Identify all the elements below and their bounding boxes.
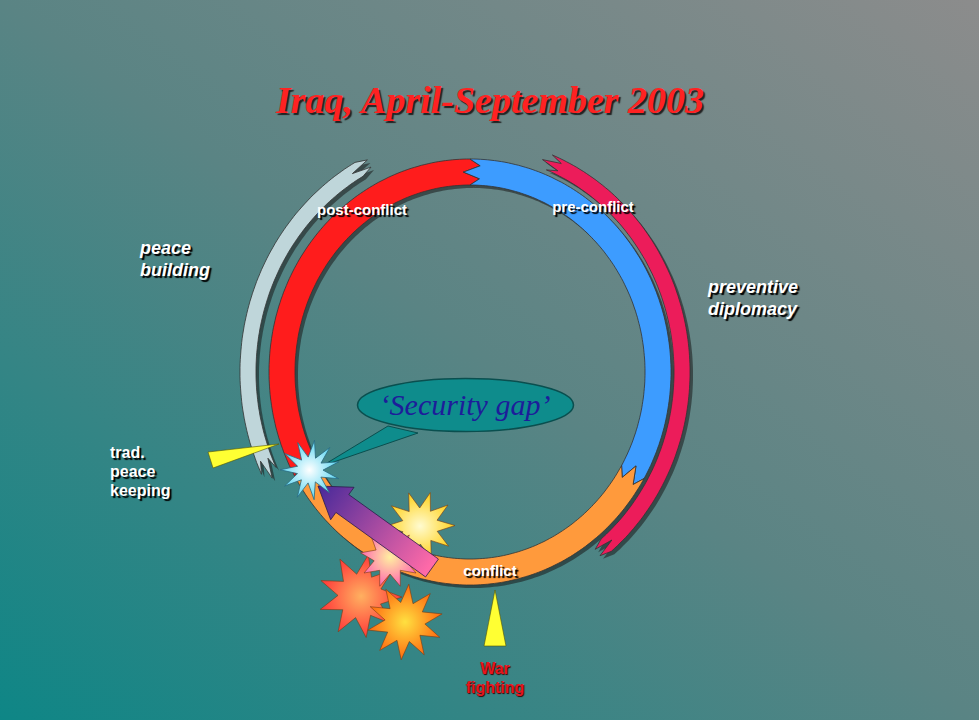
bubble-text: ‘Security gap’ (380, 388, 551, 422)
phase-label: pre-conflict (552, 198, 634, 216)
phase-label: post-conflict (317, 201, 407, 219)
activity-label: peace building (140, 238, 250, 281)
activity-label: trad. peace keeping (110, 443, 190, 501)
gap-burst (280, 440, 339, 499)
escalation-arrow (318, 486, 438, 577)
bubble-tail (322, 426, 418, 466)
preventive-diplomacy-arc (543, 155, 691, 556)
pre-conflict-band (463, 159, 671, 485)
phase-label: conflict (463, 562, 516, 580)
title: Iraq, April-September 2003 (276, 78, 704, 124)
explosion (368, 584, 442, 660)
bubble-ellipse (357, 379, 573, 432)
activity-label: preventive diplomacy (708, 277, 838, 320)
pointer-triangle (208, 444, 279, 468)
activity-label: War fighting (455, 659, 535, 697)
speech-bubble: ‘Security gap’ (356, 377, 575, 433)
pointer-triangle (484, 590, 506, 646)
